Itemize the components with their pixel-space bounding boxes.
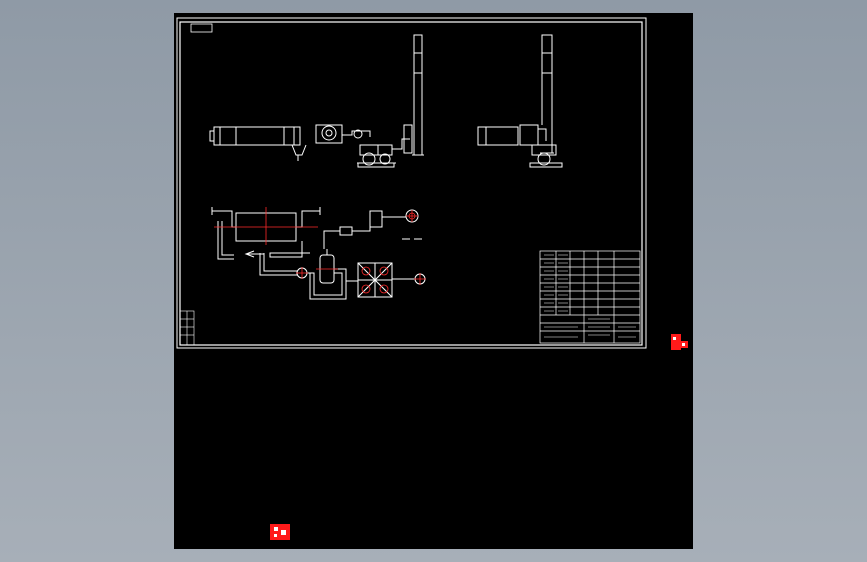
inner-border [179, 21, 643, 346]
elevation-view-right [477, 34, 563, 168]
title-block-text [544, 254, 636, 338]
centerlines [214, 207, 426, 294]
left-margin-table [179, 310, 195, 346]
process-flow-diagram [211, 207, 426, 300]
outer-border [176, 17, 647, 349]
cad-ucs-icon [671, 334, 688, 350]
elevation-view-left [209, 34, 424, 168]
cad-layout-icon [270, 524, 290, 540]
drawing-sheet[interactable] [174, 13, 693, 549]
corner-tag-box [190, 23, 213, 33]
title-block [539, 250, 641, 344]
cad-drawing[interactable] [174, 13, 693, 549]
